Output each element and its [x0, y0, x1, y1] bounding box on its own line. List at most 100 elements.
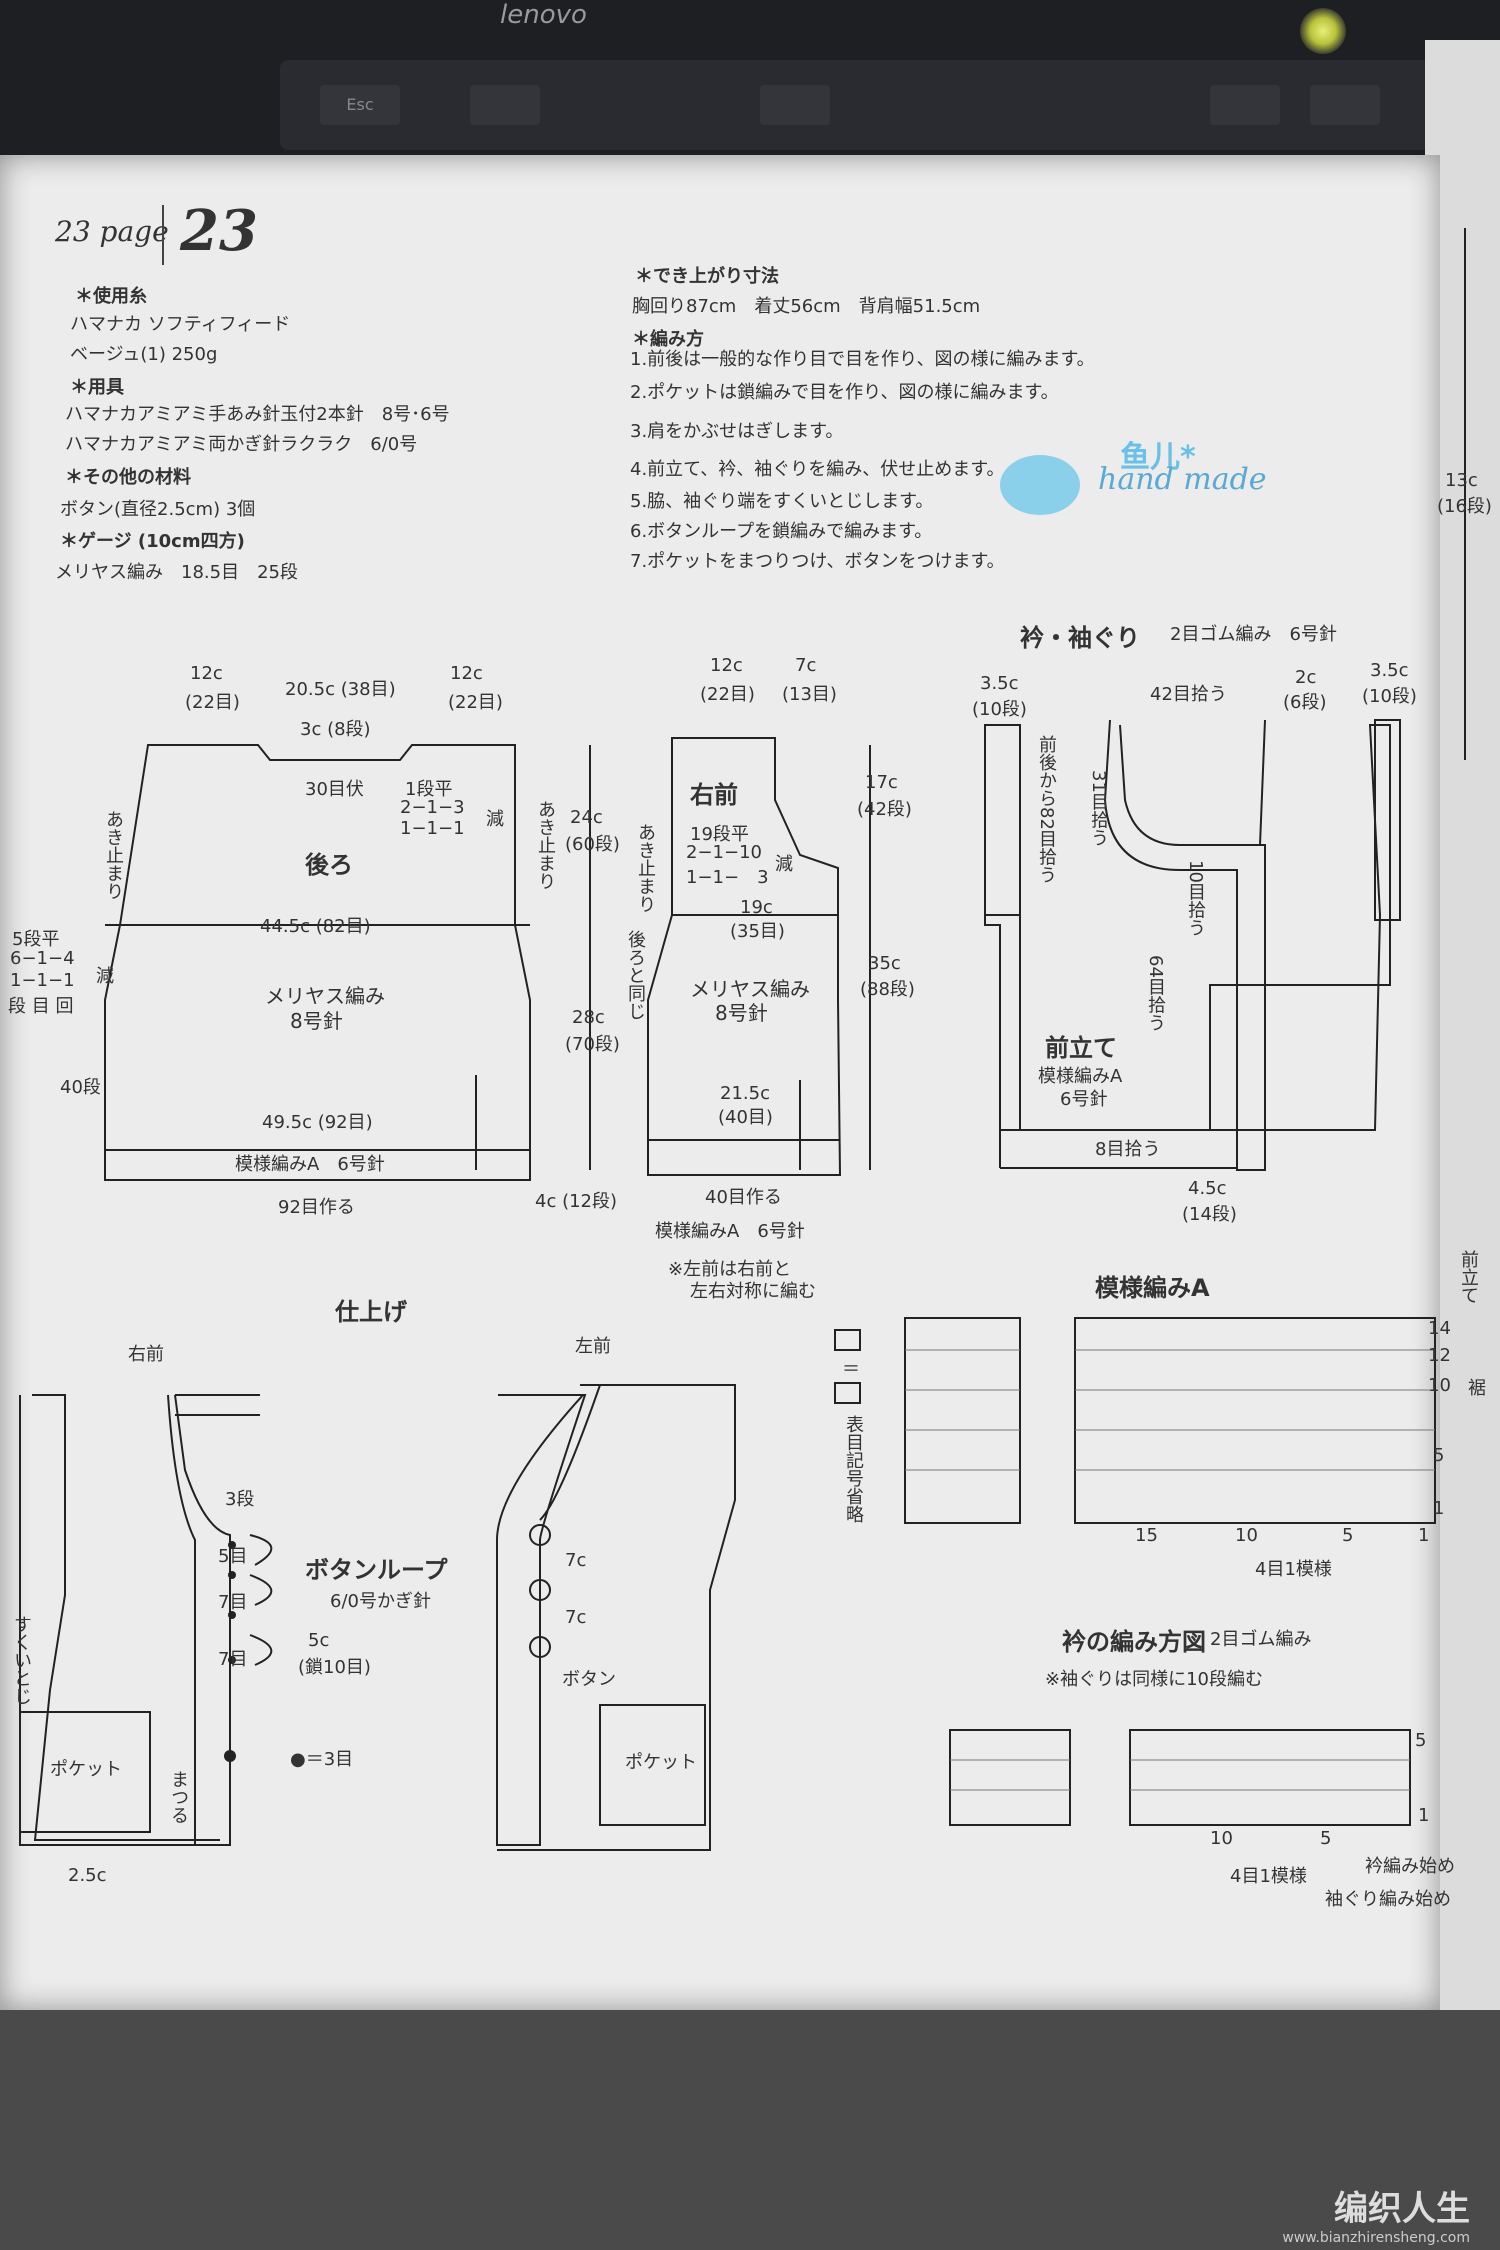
pattern-a-c5: 5 — [1342, 1525, 1354, 1546]
height-4: 4c (12段) — [535, 1191, 618, 1212]
method-step-1: 1.前後は一般的な作り目で目を作り、図の様に編みます。 — [630, 349, 1095, 370]
key — [760, 85, 830, 125]
dot-legend: ●＝3目 — [290, 1749, 354, 1770]
finishing-r5: 5目 — [218, 1546, 248, 1567]
finishing-r7b: 7目 — [218, 1649, 248, 1670]
band-pick-8: 8目拾う — [1095, 1139, 1161, 1160]
table-background — [0, 2010, 1500, 2250]
collar-chart-repeat: 4目1模様 — [1230, 1866, 1307, 1887]
back-top-left: 12c — [190, 663, 223, 684]
method-step-5: 5.脇、袖ぐり端をすくいとじします。 — [630, 491, 934, 512]
rf-dec-lbl: 減 — [775, 854, 793, 875]
back-neck-dec3: 1−1−1 — [400, 818, 465, 839]
back-width-mid: 44.5c (82目) — [260, 916, 371, 937]
key — [1210, 85, 1280, 125]
collar-pick-10: 10目拾う — [1185, 860, 1206, 937]
method-step-2: 2.ポケットは鎖編みで目を作り、図の様に編みます。 — [630, 382, 1059, 403]
key — [1310, 85, 1380, 125]
back-stitch: メリヤス編み — [265, 984, 385, 1008]
yarn-color: ベージュ(1) 250g — [70, 344, 218, 365]
back-neck-depth: 3c (8段) — [300, 719, 371, 740]
collar-chart-c10: 10 — [1210, 1828, 1233, 1849]
page-number: 23 — [180, 198, 258, 264]
watermark-en: hand made — [1098, 462, 1267, 497]
left-7b: 7c — [565, 1607, 587, 1628]
back-top-right: 12c — [450, 663, 483, 684]
back-title: 後ろ — [305, 851, 353, 879]
band-needle: 6号針 — [1060, 1089, 1108, 1110]
tools-2: ハマナカアミアミ両かぎ針ラクラク 6/0号 — [65, 434, 418, 455]
button-label: ボタン — [562, 1669, 616, 1690]
loop-hook: 6/0号かぎ針 — [330, 1591, 431, 1612]
back-neck-dec-lbl: 減 — [486, 809, 504, 830]
yarn-heading: ＊使用糸 — [75, 286, 147, 307]
collar-chart-note: ※袖ぐりは同様に10段編む — [1045, 1669, 1263, 1690]
rf-width-mid: 19c — [740, 897, 773, 918]
back-cast-on: 92目作る — [278, 1197, 355, 1218]
pattern-a-band: 前立て — [1458, 1250, 1479, 1304]
back-side-dec1: 5段平 — [12, 929, 60, 950]
loop-title: ボタンループ — [305, 1556, 448, 1584]
rf-cast-on: 40目作る — [705, 1187, 782, 1208]
rf-title: 右前 — [690, 781, 738, 809]
rf-note1: ※左前は右前と — [668, 1259, 792, 1280]
finishing-title: 仕上げ — [335, 1298, 407, 1326]
collar-pick-top: 42目拾う — [1150, 684, 1227, 705]
method-heading: ＊編み方 — [632, 329, 704, 350]
rf-top-right-st: (13目) — [782, 684, 837, 705]
collar-left-w: 3.5c — [980, 673, 1019, 694]
rf-h17: 17c — [865, 772, 898, 793]
rf-needle: 8号針 — [715, 1001, 768, 1025]
watermark-cn: 鱼儿* — [1120, 440, 1196, 475]
power-led — [1300, 8, 1346, 54]
height-28: 28c — [572, 1007, 605, 1028]
rf-h35-rows: (88段) — [860, 979, 915, 1000]
legend-omit: 表目記号省略 — [843, 1415, 864, 1523]
band-width: 4.5c — [1188, 1178, 1227, 1199]
rf-top-left: 12c — [710, 655, 743, 676]
pattern-a-repeat: 4目1模様 — [1255, 1559, 1332, 1580]
collar-chart-sleeve: 袖ぐり編み始め — [1325, 1889, 1451, 1910]
method-step-7: 7.ポケットをまつりつけ、ボタンをつけます。 — [630, 551, 1005, 572]
collar-left-w-rows: (10段) — [972, 699, 1027, 720]
collar-chart-subtitle: 2目ゴム編み — [1210, 1629, 1312, 1650]
height-24-rows: (60段) — [565, 834, 620, 855]
pocket2-label: ポケット — [625, 1752, 697, 1773]
site-watermark: 编织人生 — [1334, 2189, 1470, 2229]
collar-chart-title: 衿の編み方図 — [1062, 1628, 1206, 1656]
pattern-a-r12: 12 — [1428, 1345, 1451, 1366]
pocket-label: ポケット — [50, 1759, 122, 1780]
side-13: 13c — [1445, 470, 1478, 491]
band-rows: (14段) — [1182, 1204, 1237, 1225]
back-neck-dec1: 1段平 — [405, 779, 453, 800]
rf-h17-rows: (42段) — [857, 799, 912, 820]
collar-chart-r5: 5 — [1415, 1730, 1427, 1751]
back-rows-40: 40段 — [60, 1077, 101, 1098]
collar-right-w2-rows: (6段) — [1283, 692, 1327, 713]
collar-right-w2: 2c — [1295, 667, 1317, 688]
key-esc: Esc — [320, 85, 400, 125]
finishing-left: 左前 — [575, 1336, 611, 1357]
collar-chart-r1: 1 — [1418, 1805, 1430, 1826]
left-7a: 7c — [565, 1550, 587, 1571]
method-step-4: 4.前立て、衿、袖ぐりを編み、伏せ止めます。 — [630, 459, 1005, 480]
finishing-r7a: 7目 — [218, 1592, 248, 1613]
back-neck-dec2: 2−1−3 — [400, 797, 465, 818]
side-13-rows: (16段) — [1437, 496, 1492, 517]
collar-pick-82: 前後から82目拾う — [1036, 735, 1057, 884]
collar-subtitle: 2目ゴム編み 6号針 — [1170, 624, 1337, 645]
back-open-right: あき止まり — [535, 800, 556, 890]
pattern-a-c10: 10 — [1235, 1525, 1258, 1546]
other-heading: ＊その他の材料 — [65, 467, 191, 488]
fish-icon — [1000, 455, 1080, 515]
rf-hem-pattern: 模様編みA 6号針 — [655, 1221, 805, 1242]
laptop-logo: lenovo — [500, 0, 587, 30]
back-top-left-st: (22目) — [185, 692, 240, 713]
pattern-page — [0, 155, 1440, 2010]
back-side-dec4: 段 目 回 — [8, 996, 74, 1017]
band-title: 前立て — [1045, 1034, 1117, 1062]
page-label: 23 page — [55, 215, 169, 248]
back-side-dec3: 1−1−1 — [10, 970, 75, 991]
band-pattern: 模様編みA — [1038, 1066, 1123, 1087]
